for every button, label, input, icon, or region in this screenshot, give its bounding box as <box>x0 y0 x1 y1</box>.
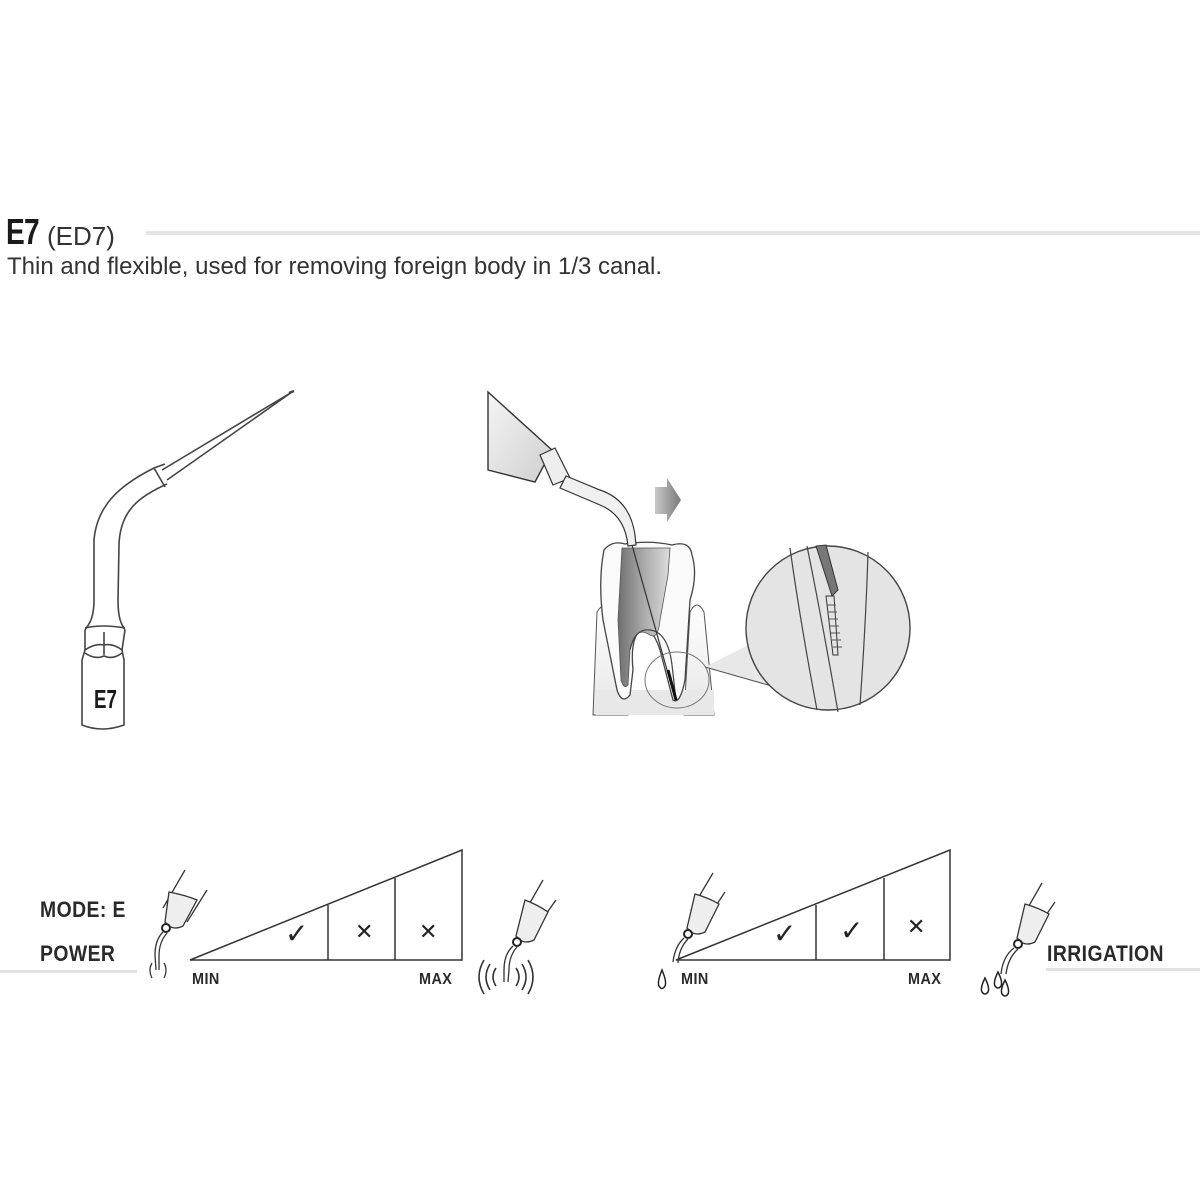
irrigation-max-label: MAX <box>908 971 942 988</box>
power-max-label: MAX <box>419 971 453 988</box>
tip-code-title: E7 <box>6 211 40 252</box>
irrigation-divider <box>1046 968 1200 971</box>
power-label: POWER <box>40 941 116 966</box>
irrigation-level-1-check-icon: ✓ <box>773 917 797 950</box>
high-vibration-icon <box>478 879 557 995</box>
mode-label: MODE: E <box>40 897 126 922</box>
irrigation-min-label: MIN <box>681 971 709 988</box>
power-divider <box>0 970 137 973</box>
tip-engraving-label: E7 <box>94 684 117 714</box>
tip-alt-code: (ED7) <box>47 221 115 251</box>
header-divider <box>146 231 1200 235</box>
power-min-label: MIN <box>192 971 220 988</box>
irrigation-level-3-cross-icon: ✕ <box>907 915 926 940</box>
irrigation-label: IRRIGATION <box>1047 941 1164 966</box>
single-drop-icon <box>657 872 726 990</box>
power-level-2-cross-icon: ✕ <box>355 920 374 945</box>
irrigation-level-2-check-icon: ✓ <box>840 914 864 947</box>
low-vibration-icon <box>149 869 208 979</box>
tip-description: Thin and flexible, used for removing for… <box>7 253 663 280</box>
multiple-drops-icon <box>980 882 1056 997</box>
power-level-3-cross-icon: ✕ <box>419 920 438 945</box>
power-level-1-check-icon: ✓ <box>285 917 309 950</box>
